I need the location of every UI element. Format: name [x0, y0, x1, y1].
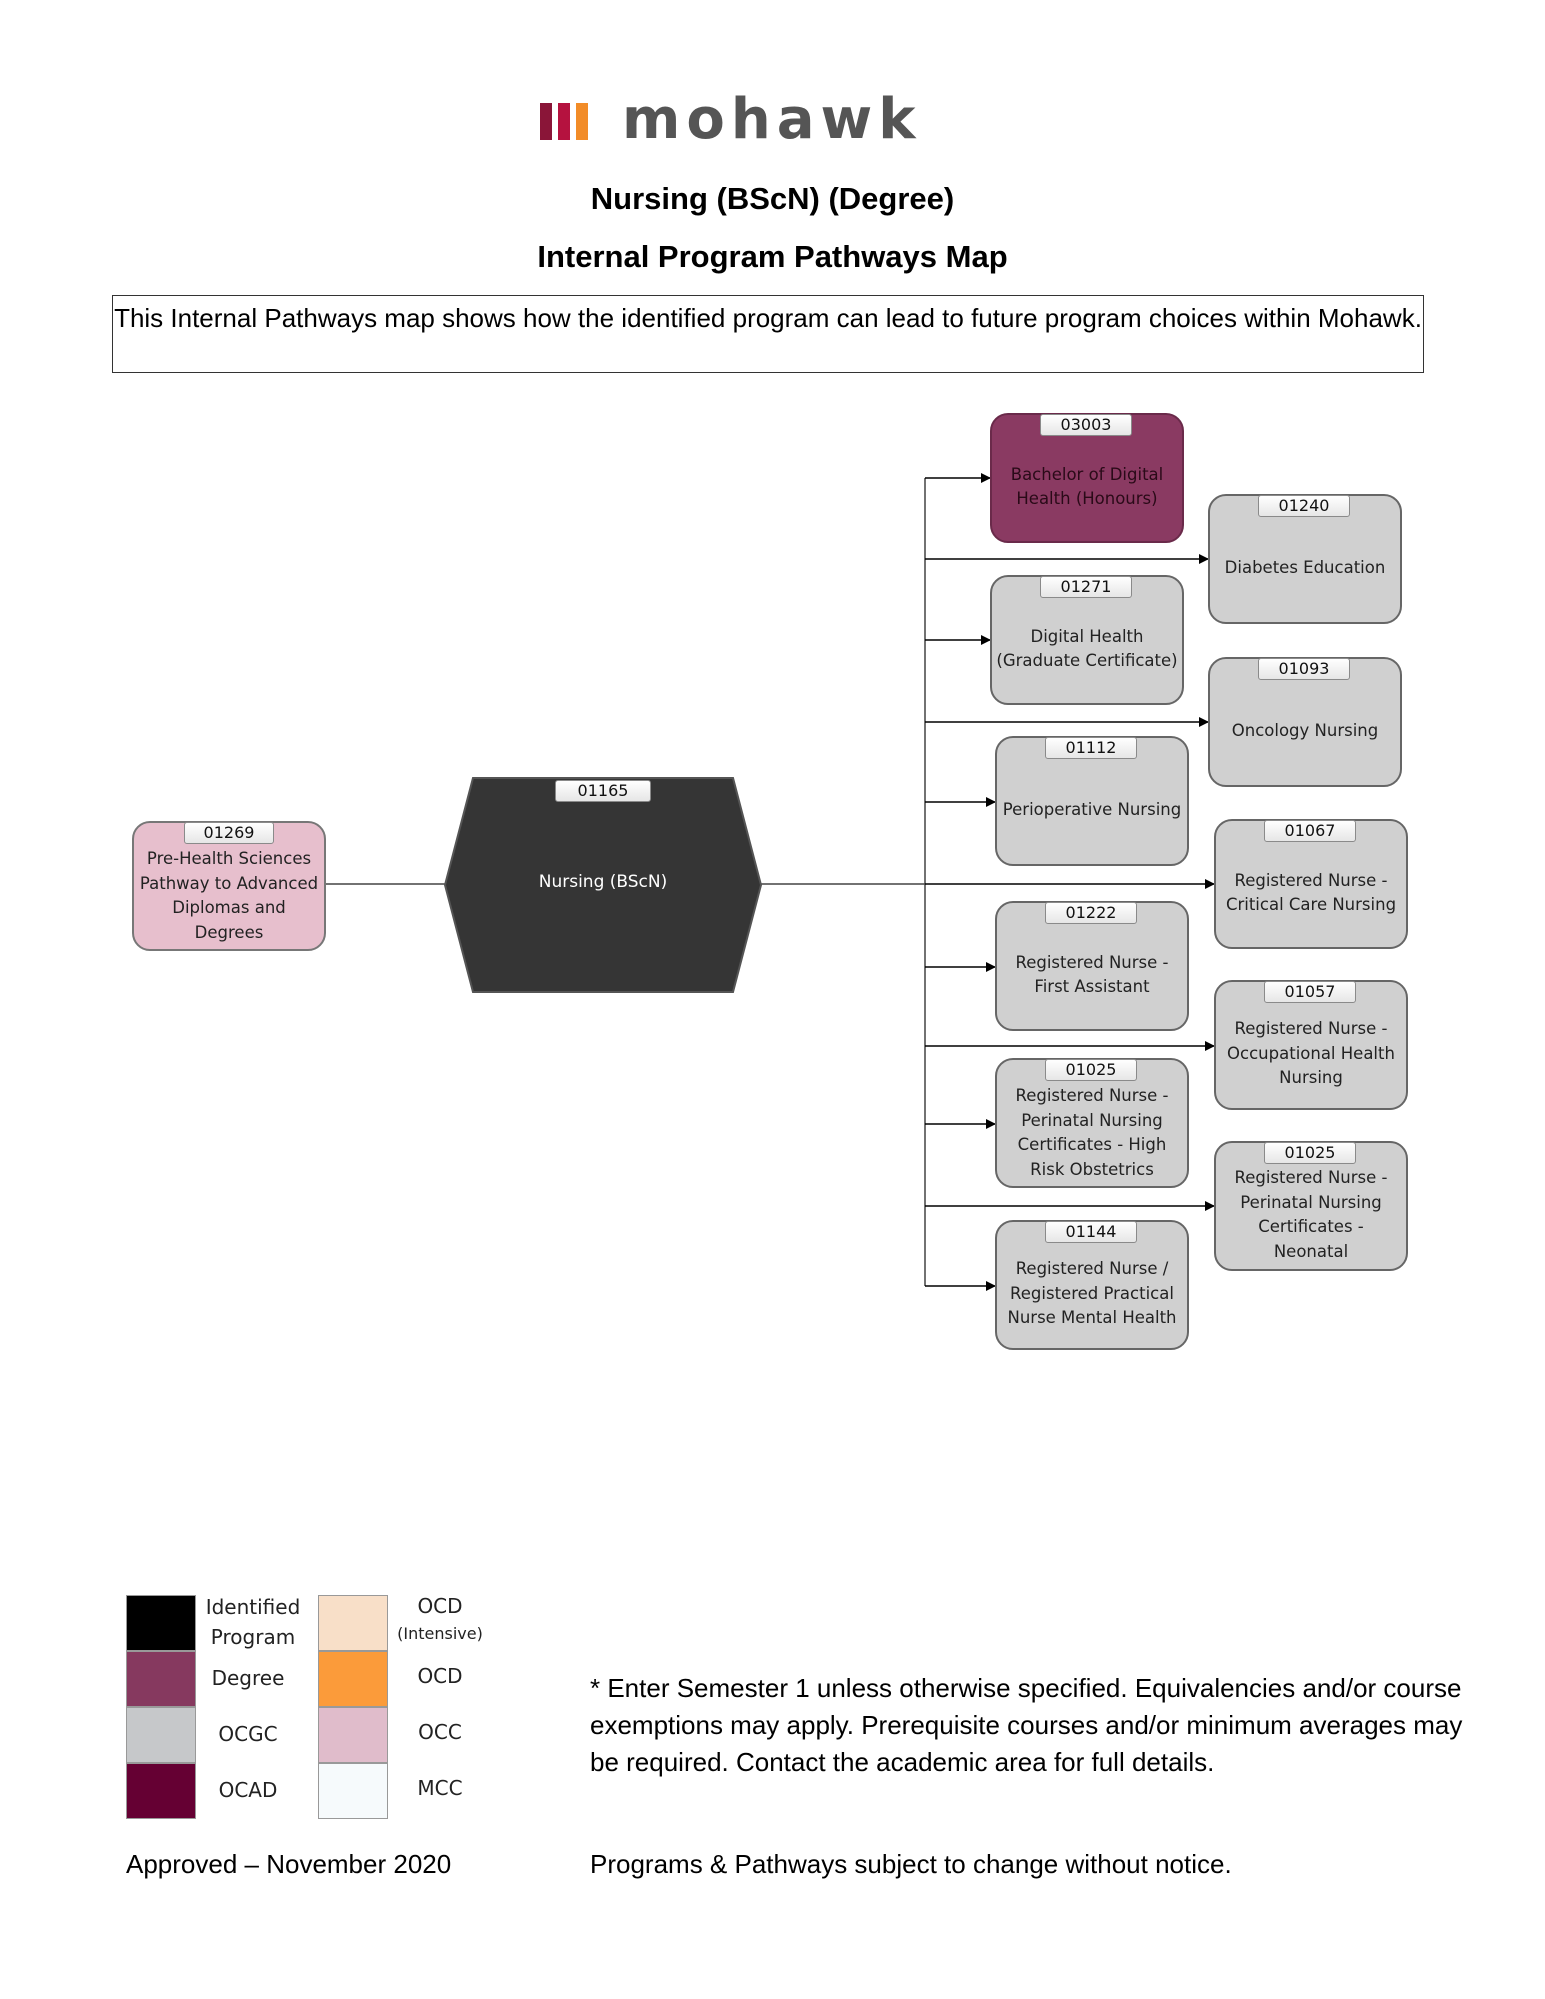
program-code-badge: 01222: [1045, 902, 1137, 924]
program-name: Registered Nurse - Occupational Health N…: [1227, 1019, 1395, 1088]
program-name: Registered Nurse / Registered Practical …: [1007, 1259, 1177, 1328]
legend-swatch-occ: [318, 1707, 388, 1763]
program-name: Perioperative Nursing: [1002, 799, 1182, 819]
legend-swatch-degree: [126, 1651, 196, 1707]
program-code-badge: 01025: [1264, 1142, 1356, 1164]
legend-swatch-identified: [126, 1595, 196, 1651]
program-name: Digital Health (Graduate Certificate): [996, 626, 1178, 671]
program-name: Pre-Health Sciences Pathway to Advanced …: [139, 849, 319, 942]
program-code-badge: 01093: [1258, 658, 1350, 680]
program-code-badge: 01025: [1045, 1059, 1137, 1081]
program-code-badge: 01269: [184, 822, 274, 844]
program-code-badge: 01144: [1045, 1221, 1137, 1243]
legend-label-degree: Degree: [211, 1666, 285, 1690]
legend-swatch-ocad: [126, 1763, 196, 1819]
logo-bars-icon: [540, 103, 588, 140]
legend-swatch-ocd: [318, 1651, 388, 1707]
program-code-badge: 03003: [1040, 414, 1132, 436]
entry-note: * Enter Semester 1 unless otherwise spec…: [590, 1673, 1463, 1777]
program-node-01025-hro[interactable]: Registered Nurse - Perinatal Nursing Cer…: [995, 1058, 1189, 1188]
program-name: Registered Nurse - Perinatal Nursing Cer…: [1234, 1168, 1388, 1261]
program-node-01067[interactable]: Registered Nurse - Critical Care Nursing: [1214, 819, 1408, 949]
page-subtitle: Internal Program Pathways Map: [537, 239, 1008, 274]
legend-label-ocgc: OCGC: [218, 1722, 278, 1746]
program-name: Oncology Nursing: [1231, 720, 1379, 740]
legend-swatch-mcc: [318, 1763, 388, 1819]
legend-label-occ: OCC: [418, 1720, 462, 1744]
identified-program-hexagon[interactable]: [443, 776, 763, 994]
legend-sublabel-ocd-intensive: (Intensive): [397, 1624, 483, 1643]
program-code-badge: 01067: [1264, 820, 1356, 842]
program-name: Bachelor of Digital Health (Honours): [1010, 464, 1164, 509]
logo-wordmark: mohawk: [622, 87, 922, 152]
mohawk-logo: mohawk: [540, 87, 980, 152]
approval-date: Approved – November 2020: [126, 1849, 452, 1879]
legend-swatch-ocd-intensive: [318, 1595, 388, 1651]
legend-label-ocd-intensive: OCD: [417, 1594, 463, 1618]
legend-label-identified: Identified Program: [205, 1595, 301, 1649]
legend-label-ocad: OCAD: [218, 1778, 278, 1802]
identified-program-name: Nursing (BScN): [538, 872, 668, 892]
intro-box: This Internal Pathways map shows how the…: [112, 295, 1424, 373]
program-name: Registered Nurse - Critical Care Nursing: [1225, 870, 1397, 915]
program-name: Registered Nurse - Perinatal Nursing Cer…: [1015, 1086, 1169, 1179]
program-name: Diabetes Education: [1224, 557, 1386, 577]
program-code-badge: 01240: [1258, 495, 1350, 517]
program-code-badge: 01112: [1045, 737, 1137, 759]
program-name: Registered Nurse - First Assistant: [1015, 952, 1169, 997]
legend-label-ocd: OCD: [417, 1664, 463, 1688]
program-code-badge: 01057: [1264, 981, 1356, 1003]
page-title: Nursing (BScN) (Degree): [590, 181, 955, 216]
change-disclaimer: Programs & Pathways subject to change wi…: [590, 1849, 1232, 1879]
program-code-badge: 01165: [555, 780, 651, 802]
program-code-badge: 01271: [1040, 576, 1132, 598]
legend-label-mcc: MCC: [417, 1776, 463, 1800]
legend-swatch-ocgc: [126, 1707, 196, 1763]
